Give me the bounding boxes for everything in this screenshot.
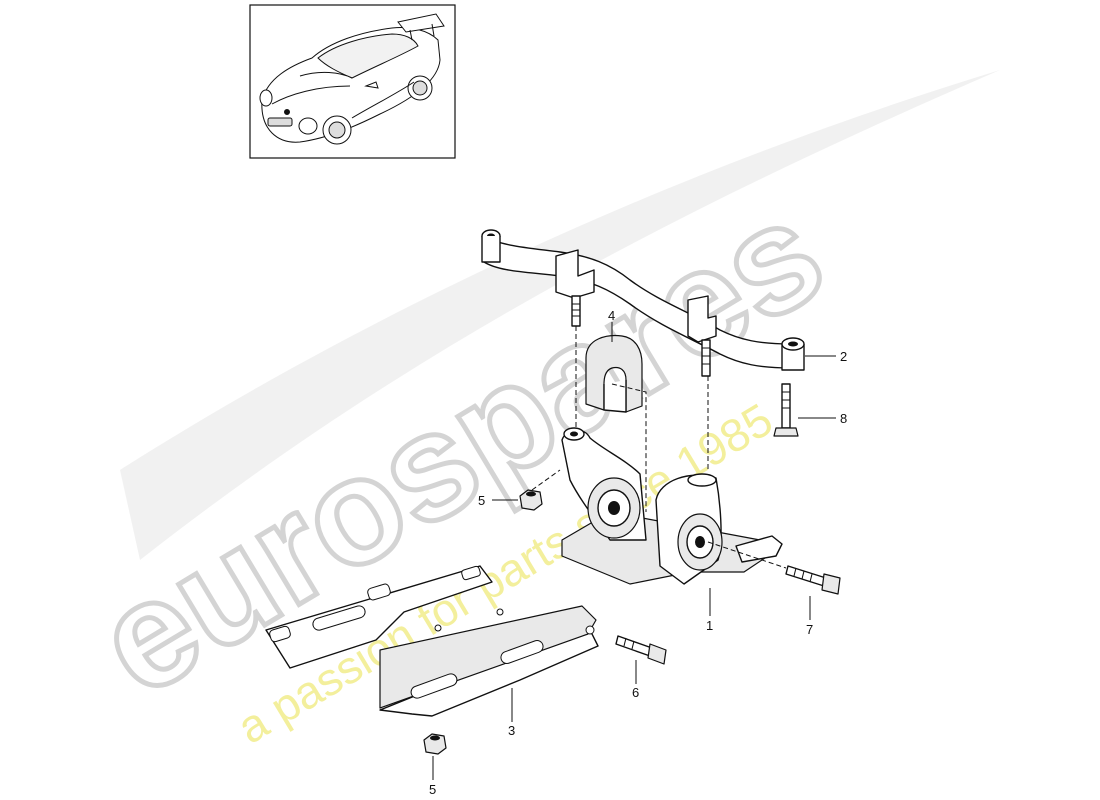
- callout-1: 1: [706, 618, 713, 633]
- callout-7: 7: [806, 622, 813, 637]
- part-3-plates: [265, 565, 599, 717]
- assembly-lines: [531, 326, 787, 569]
- callout-4: 4: [608, 308, 615, 323]
- part-8-bolt: [773, 383, 799, 437]
- callout-3: 3: [508, 723, 515, 738]
- callout-8: 8: [840, 411, 847, 426]
- part-5-nut-upper: [519, 489, 543, 511]
- part-1-engine-mount: [561, 427, 783, 585]
- car-outline-icon: [259, 13, 445, 145]
- part-6-bolt: [615, 635, 667, 665]
- leader-lines: [432, 322, 836, 780]
- part-4-clip: [585, 334, 643, 413]
- callout-5-upper: 5: [478, 493, 485, 508]
- car-thumbnail: [249, 4, 456, 159]
- part-7-bolt: [785, 565, 841, 595]
- callout-2: 2: [840, 349, 847, 364]
- callout-6: 6: [632, 685, 639, 700]
- part-2-crossmember: [481, 229, 805, 377]
- callouts: 2 4 8 5 1 7 6 3 5: [429, 308, 847, 797]
- callout-5-lower: 5: [429, 782, 436, 797]
- part-5-nut-lower: [423, 733, 447, 755]
